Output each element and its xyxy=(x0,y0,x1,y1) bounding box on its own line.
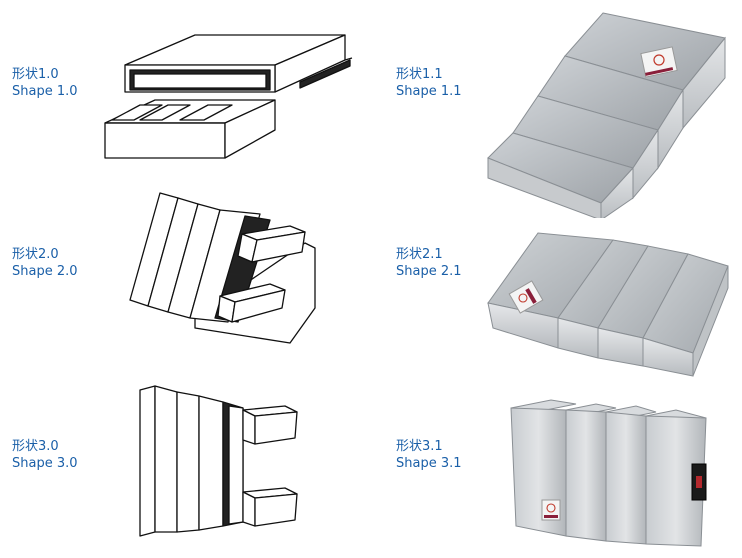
shape-1-1-photo xyxy=(483,8,733,218)
shape-2-0-en: Shape 2.0 xyxy=(12,264,78,279)
shape-2-0-drawing xyxy=(120,188,325,348)
shape-2-1-cn: 形状2.1 xyxy=(396,247,443,262)
shape-1-0-label: 形状1.0 Shape 1.0 xyxy=(12,66,78,100)
shape-1-1-en: Shape 1.1 xyxy=(396,84,462,99)
shape-2-0-label: 形状2.0 Shape 2.0 xyxy=(12,246,78,280)
shape-3-1-label: 形状3.1 Shape 3.1 xyxy=(396,438,462,472)
shape-2-1-label: 形状2.1 Shape 2.1 xyxy=(396,246,462,280)
shape-3-1-cn: 形状3.1 xyxy=(396,439,443,454)
shape-2-1-photo xyxy=(483,228,735,378)
shape-2-1-en: Shape 2.1 xyxy=(396,264,462,279)
shape-2-0-cn: 形状2.0 xyxy=(12,247,59,262)
shape-3-1-photo xyxy=(506,396,716,548)
shape-1-0-drawing xyxy=(100,30,355,165)
shape-3-0-en: Shape 3.0 xyxy=(12,456,78,471)
shape-3-0-label: 形状3.0 Shape 3.0 xyxy=(12,438,78,472)
shape-1-1-label: 形状1.1 Shape 1.1 xyxy=(396,66,462,100)
shape-1-0-cn: 形状1.0 xyxy=(12,67,59,82)
shape-3-0-drawing xyxy=(135,382,305,542)
shape-3-1-en: Shape 3.1 xyxy=(396,456,462,471)
shape-3-0-cn: 形状3.0 xyxy=(12,439,59,454)
shape-1-0-en: Shape 1.0 xyxy=(12,84,78,99)
shape-1-1-cn: 形状1.1 xyxy=(396,67,443,82)
